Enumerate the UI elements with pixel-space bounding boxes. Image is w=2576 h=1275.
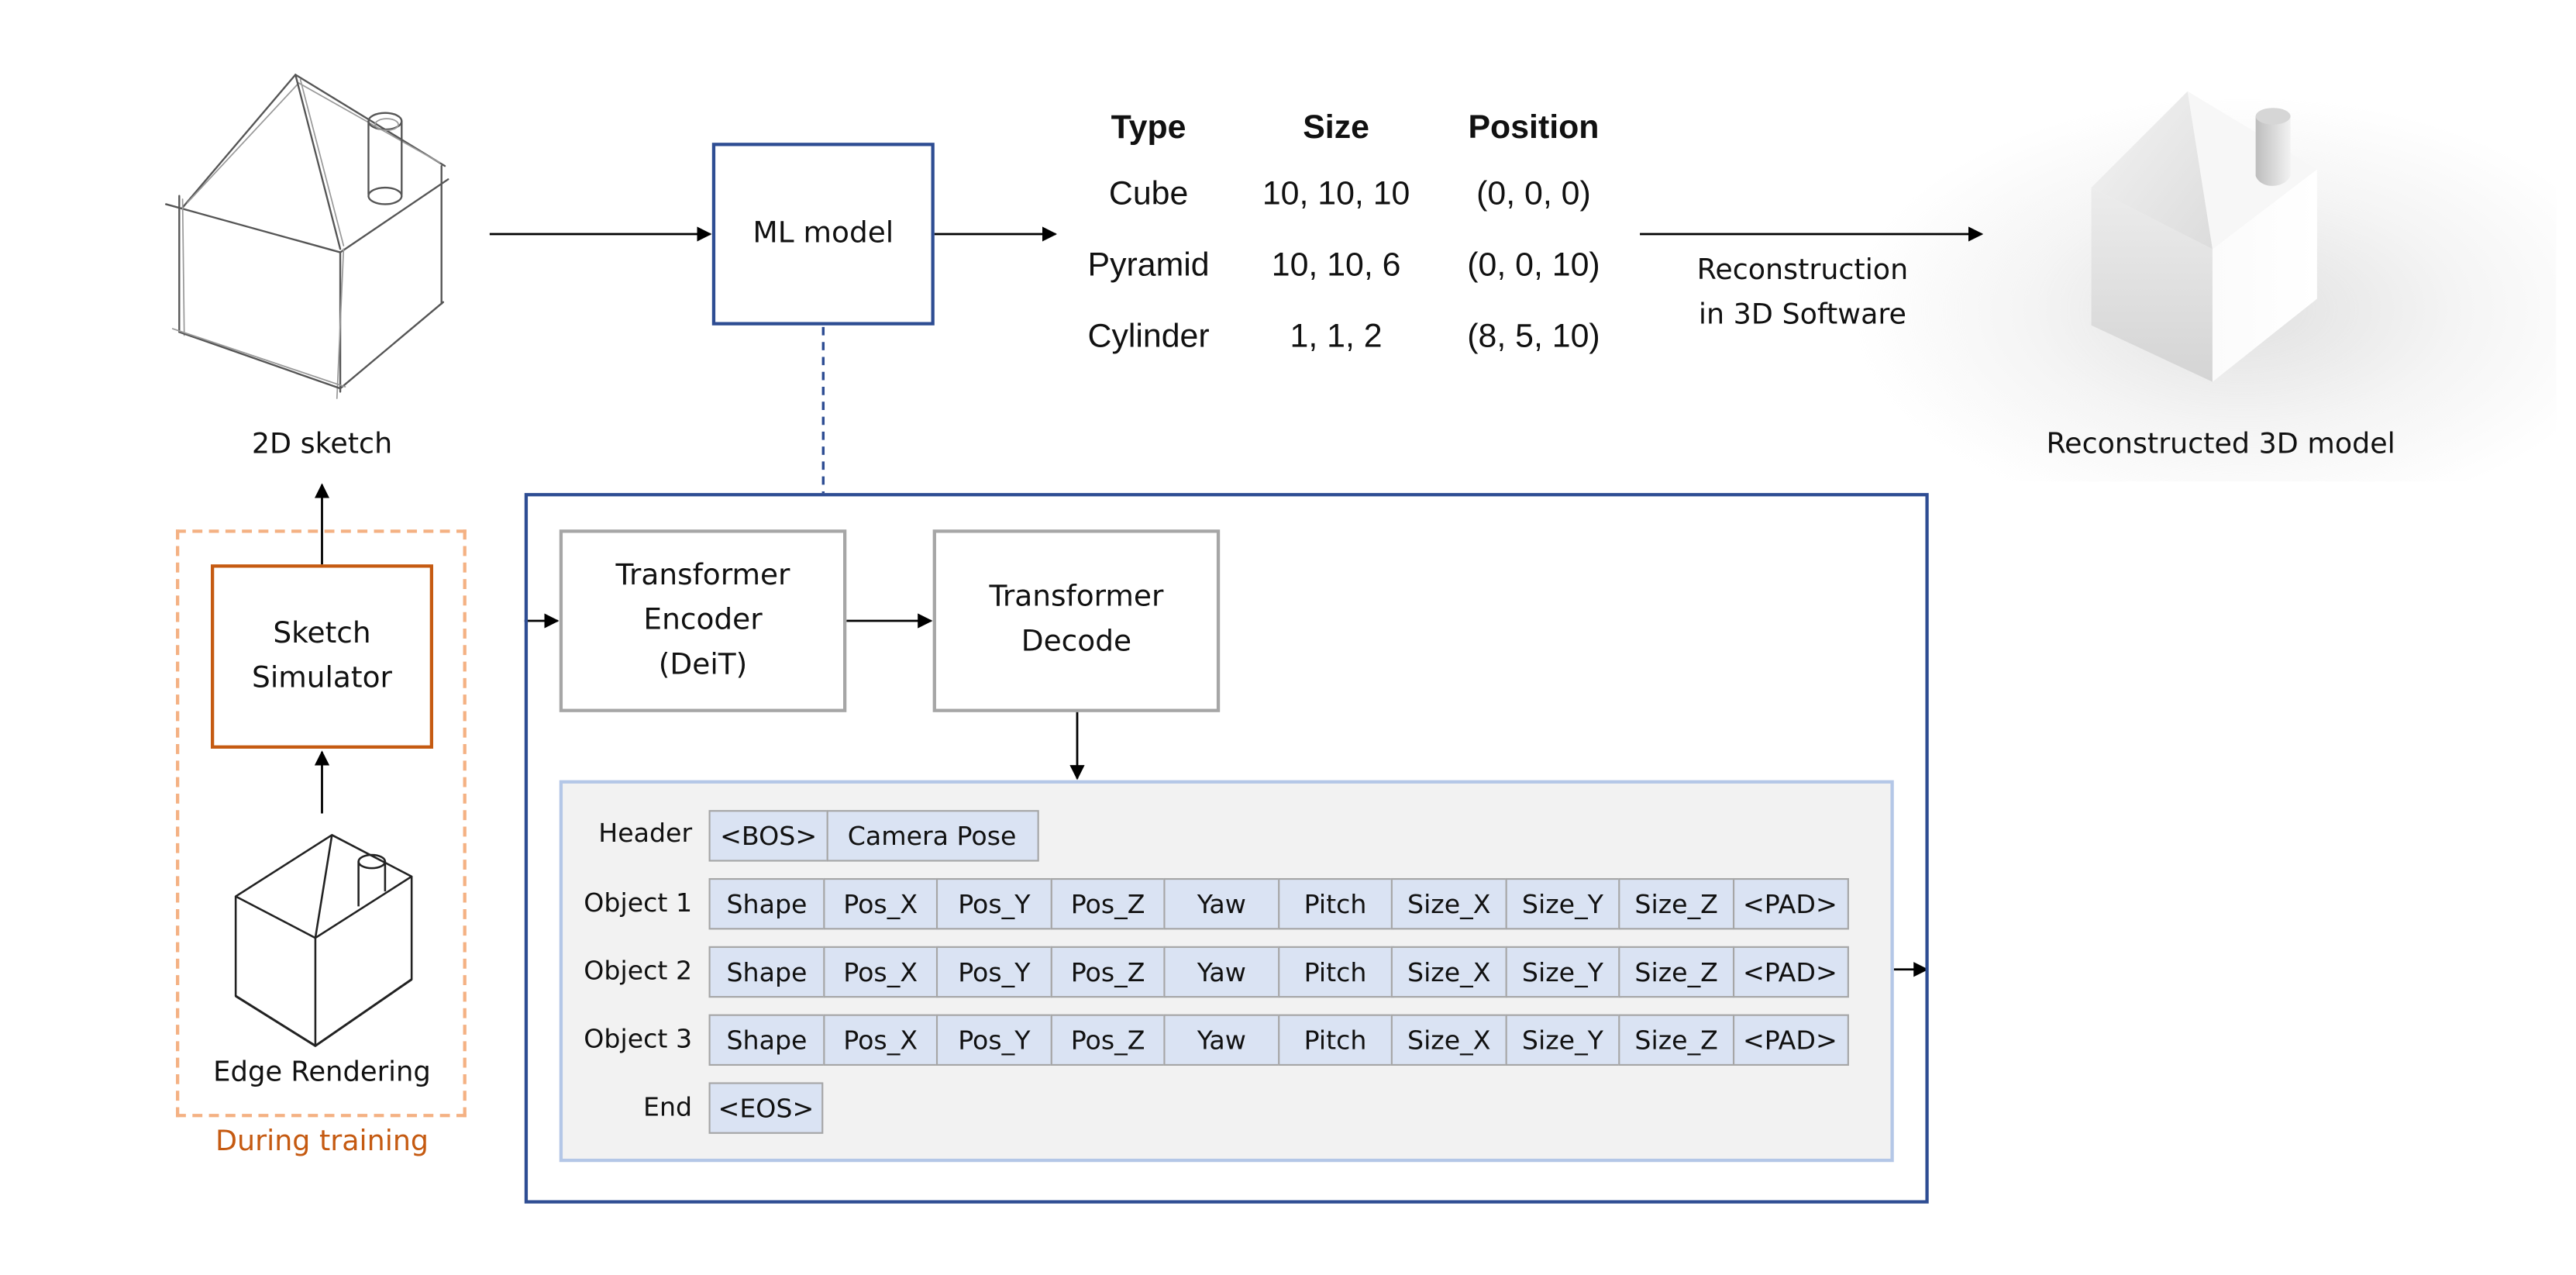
sequence-row: Shape Pos_X Pos_Y Pos_Z Yaw Pitch Size_X… [708,1014,1848,1067]
reconstructed-model-label: Reconstructed 3D model [2046,428,2395,462]
table-header-type: Type [1111,109,1186,146]
table-header-size: Size [1303,109,1369,146]
sequence-row-label: Object 3 [584,1024,693,1055]
table-cell-position: (0, 0, 0) [1476,176,1591,213]
token: Yaw [1163,1014,1280,1067]
during-training-label: During training [215,1125,429,1159]
table-cell-type: Cylinder [1087,319,1210,356]
table-cell-size: 10, 10, 6 [1271,247,1401,284]
token: Pos_Z [1049,946,1166,998]
token: Pitch [1277,1014,1393,1067]
reconstructed-house-illustration [2091,91,2317,382]
ml-model-label: ML model [752,216,894,250]
token: Size_X [1390,877,1507,930]
sketch-simulator-box: Sketch Simulator [211,564,433,749]
token: Pitch [1277,946,1393,998]
token: Pitch [1277,877,1393,930]
sketch-simulator-label: Sketch [273,616,371,650]
token: <PAD> [1731,1014,1848,1067]
encoder-label: Encoder [643,603,763,637]
token: Camera Pose [825,810,1038,862]
encoder-label: Transformer [615,558,790,592]
token: Size_X [1390,946,1507,998]
sequence-row-label: Object 2 [584,956,693,987]
sequence-row: Shape Pos_X Pos_Y Pos_Z Yaw Pitch Size_X… [708,877,1848,930]
sequence-row: Shape Pos_X Pos_Y Pos_Z Yaw Pitch Size_X… [708,946,1848,998]
token: Size_Y [1504,1014,1621,1067]
table-cell-type: Pyramid [1087,247,1210,284]
token: Size_Z [1618,1014,1735,1067]
edge-rendering-label: Edge Rendering [213,1056,431,1087]
ml-model-box: ML model [711,143,935,326]
sketch-simulator-label: Simulator [252,661,392,695]
sequence-row-label: End [642,1092,693,1122]
token: Shape [708,877,825,930]
token: Size_Z [1618,946,1735,998]
sequence-row-label: Header [598,818,693,849]
token: Pos_Y [935,1014,1052,1067]
encoder-label: (DeiT) [658,648,748,682]
reconstruction-label-line1: Reconstruction [1696,253,1909,288]
token: Size_X [1390,1014,1507,1067]
token: Shape [708,1014,825,1067]
token: <BOS> [708,810,828,862]
house-sketch-illustration [164,73,449,399]
table-cell-size: 10, 10, 10 [1262,176,1410,213]
token: <PAD> [1731,946,1848,998]
table-cell-position: (8, 5, 10) [1467,319,1600,356]
table-header-position: Position [1468,109,1600,146]
token: Pos_Y [935,946,1052,998]
decoder-label: Decode [1021,625,1132,660]
token: Pos_X [822,1014,939,1067]
transformer-panel [524,493,1929,1204]
token: <PAD> [1731,877,1848,930]
token: Pos_Z [1049,1014,1166,1067]
sequence-row-label: Object 1 [584,887,693,918]
transformer-encoder-box: Transformer Encoder (DeiT) [559,529,847,712]
decoder-label: Transformer [989,581,1164,615]
token: Yaw [1163,946,1280,998]
token: Pos_Z [1049,877,1166,930]
token: Yaw [1163,877,1280,930]
token: Size_Y [1504,946,1621,998]
table-cell-position: (0, 0, 10) [1467,247,1600,284]
sequence-row: <EOS> [708,1082,824,1134]
token: Pos_X [822,877,939,930]
token: Pos_X [822,946,939,998]
token: Size_Z [1618,877,1735,930]
table-cell-type: Cube [1108,176,1189,213]
token: <EOS> [708,1082,824,1134]
training-group [176,529,467,1118]
token: Pos_Y [935,877,1052,930]
table-cell-size: 1, 1, 2 [1290,319,1383,356]
edge-rendering-illustration [234,834,413,1047]
transformer-decoder-box: Transformer Decode [932,529,1221,712]
reconstruction-label-line2: in 3D Software [1698,298,1906,333]
token: Size_Y [1504,877,1621,930]
sketch-label: 2D sketch [251,428,393,462]
token: Shape [708,946,825,998]
sequence-row: <BOS> Camera Pose [708,810,1038,862]
